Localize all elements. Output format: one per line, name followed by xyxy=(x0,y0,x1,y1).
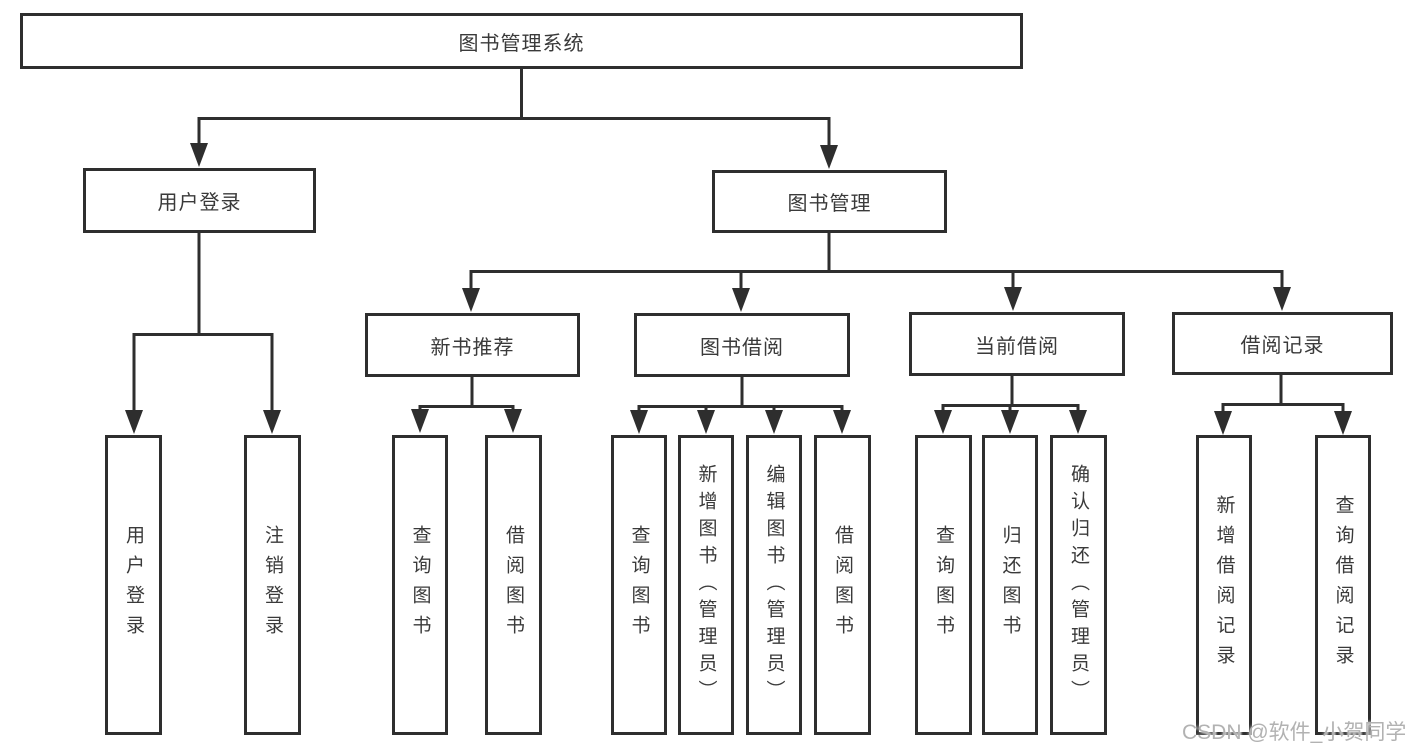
csdn-watermark: CSDN @软件_小贺同学 xyxy=(1182,721,1405,744)
leaf-query-books-current: 查询图书 xyxy=(915,435,972,735)
leaf-logout: 注销登录 xyxy=(244,435,301,735)
leaf-edit-books-admin: 编辑图书（管理员） xyxy=(746,435,802,735)
leaf-label: 查询图书 xyxy=(933,525,954,645)
node-book-borrow: 图书借阅 xyxy=(634,313,850,377)
leaf-label: 归还图书 xyxy=(999,525,1021,645)
leaf-label: 新增借阅记录 xyxy=(1213,495,1235,675)
leaf-user-login: 用户登录 xyxy=(105,435,162,735)
leaf-label: 查询图书 xyxy=(628,525,650,645)
leaf-label: 用户登录 xyxy=(123,525,144,645)
leaf-label: 借阅图书 xyxy=(832,525,853,645)
node-borrow-records: 借阅记录 xyxy=(1172,312,1393,375)
leaf-label: 借阅图书 xyxy=(503,525,524,645)
leaf-query-borrow-record: 查询借阅记录 xyxy=(1315,435,1371,735)
node-current-borrow: 当前借阅 xyxy=(909,312,1125,376)
leaf-label: 编辑图书（管理员） xyxy=(763,463,785,707)
leaf-label: 新增图书（管理员） xyxy=(695,463,717,707)
node-user-login: 用户登录 xyxy=(83,168,316,233)
leaf-label: 查询借阅记录 xyxy=(1332,495,1354,675)
leaf-return-books: 归还图书 xyxy=(982,435,1038,735)
node-new-book-recommend: 新书推荐 xyxy=(365,313,580,377)
leaf-query-books-borrow: 查询图书 xyxy=(611,435,667,735)
leaf-label: 查询图书 xyxy=(409,525,431,645)
leaf-label: 注销登录 xyxy=(262,525,283,645)
leaf-confirm-return-admin: 确认归还（管理员） xyxy=(1050,435,1107,735)
leaf-label: 确认归还（管理员） xyxy=(1068,463,1089,707)
leaf-borrow-books: 借阅图书 xyxy=(814,435,871,735)
node-root: 图书管理系统 xyxy=(20,13,1023,69)
node-book-management: 图书管理 xyxy=(712,170,947,233)
leaf-query-books-recommend: 查询图书 xyxy=(392,435,448,735)
leaf-add-books-admin: 新增图书（管理员） xyxy=(678,435,734,735)
leaf-borrow-books-recommend: 借阅图书 xyxy=(485,435,542,735)
arrowhead-icons xyxy=(125,143,1352,435)
leaf-add-borrow-record: 新增借阅记录 xyxy=(1196,435,1252,735)
